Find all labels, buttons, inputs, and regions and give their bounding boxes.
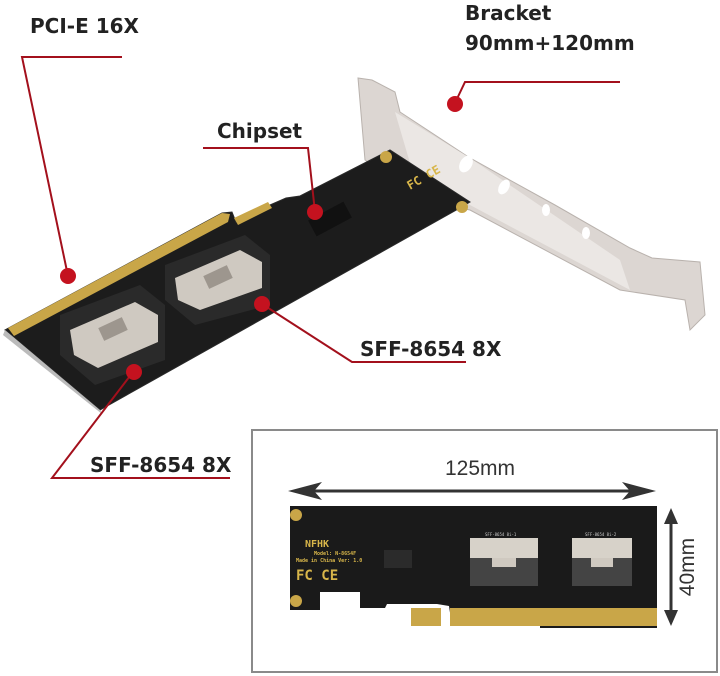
bracket-hole	[582, 227, 590, 239]
callout-line-chipset	[203, 147, 316, 213]
sff-port-left	[60, 285, 165, 385]
gold-fingers-short	[411, 608, 441, 626]
callout-line-sff-right	[261, 303, 466, 363]
height-arrow	[664, 508, 678, 626]
sff-port-1-inset	[470, 538, 538, 586]
label-chipset: Chipset	[217, 119, 303, 143]
bracket-hole	[542, 204, 550, 216]
label-sff-left: SFF-8654 8X	[90, 453, 232, 477]
callout-line-pcie	[20, 56, 122, 277]
callout-line-bracket	[454, 81, 620, 104]
bracket-hole	[498, 179, 510, 195]
model-text: Model: N-8654F	[314, 551, 356, 557]
label-sff-right: SFF-8654 8X	[360, 337, 502, 361]
height-label: 40mm	[676, 538, 699, 596]
callout-dot-sff-right	[254, 296, 270, 312]
label-bracket-size: 90mm+120mm	[465, 31, 635, 55]
callout-dot-sff-left	[126, 364, 142, 380]
width-arrow	[288, 482, 656, 500]
made-in-text: Made in China Ver: 1.0	[296, 558, 362, 564]
width-label: 125mm	[445, 457, 515, 480]
dimension-inset: 125mm 40mm NFHK Model: N-8654F Made in C…	[251, 429, 718, 673]
port2-label: SFF-8654 8i-2	[585, 532, 617, 537]
sff-port-2-inset	[572, 538, 632, 586]
callout-dot-bracket	[447, 96, 463, 112]
certification-marks: FC CE	[296, 568, 338, 584]
port1-label: SFF-8654 8i-1	[485, 532, 517, 537]
callout-dot-pcie	[60, 268, 76, 284]
label-pcie: PCI-E 16X	[30, 14, 140, 38]
callout-line-sff-left	[49, 371, 230, 479]
gold-fingers	[8, 213, 230, 336]
brand-logo: NFHK	[305, 539, 329, 550]
label-bracket: Bracket	[465, 1, 552, 25]
bracket-hole	[459, 155, 473, 173]
chipset-ic	[308, 201, 352, 237]
sff-port-right	[165, 235, 270, 325]
callout-dot-chipset	[307, 204, 323, 220]
chipset-ic-inset	[384, 550, 412, 568]
pcb-card: FC CE	[3, 149, 471, 414]
gold-fingers-long	[450, 608, 657, 626]
bracket	[357, 77, 706, 332]
